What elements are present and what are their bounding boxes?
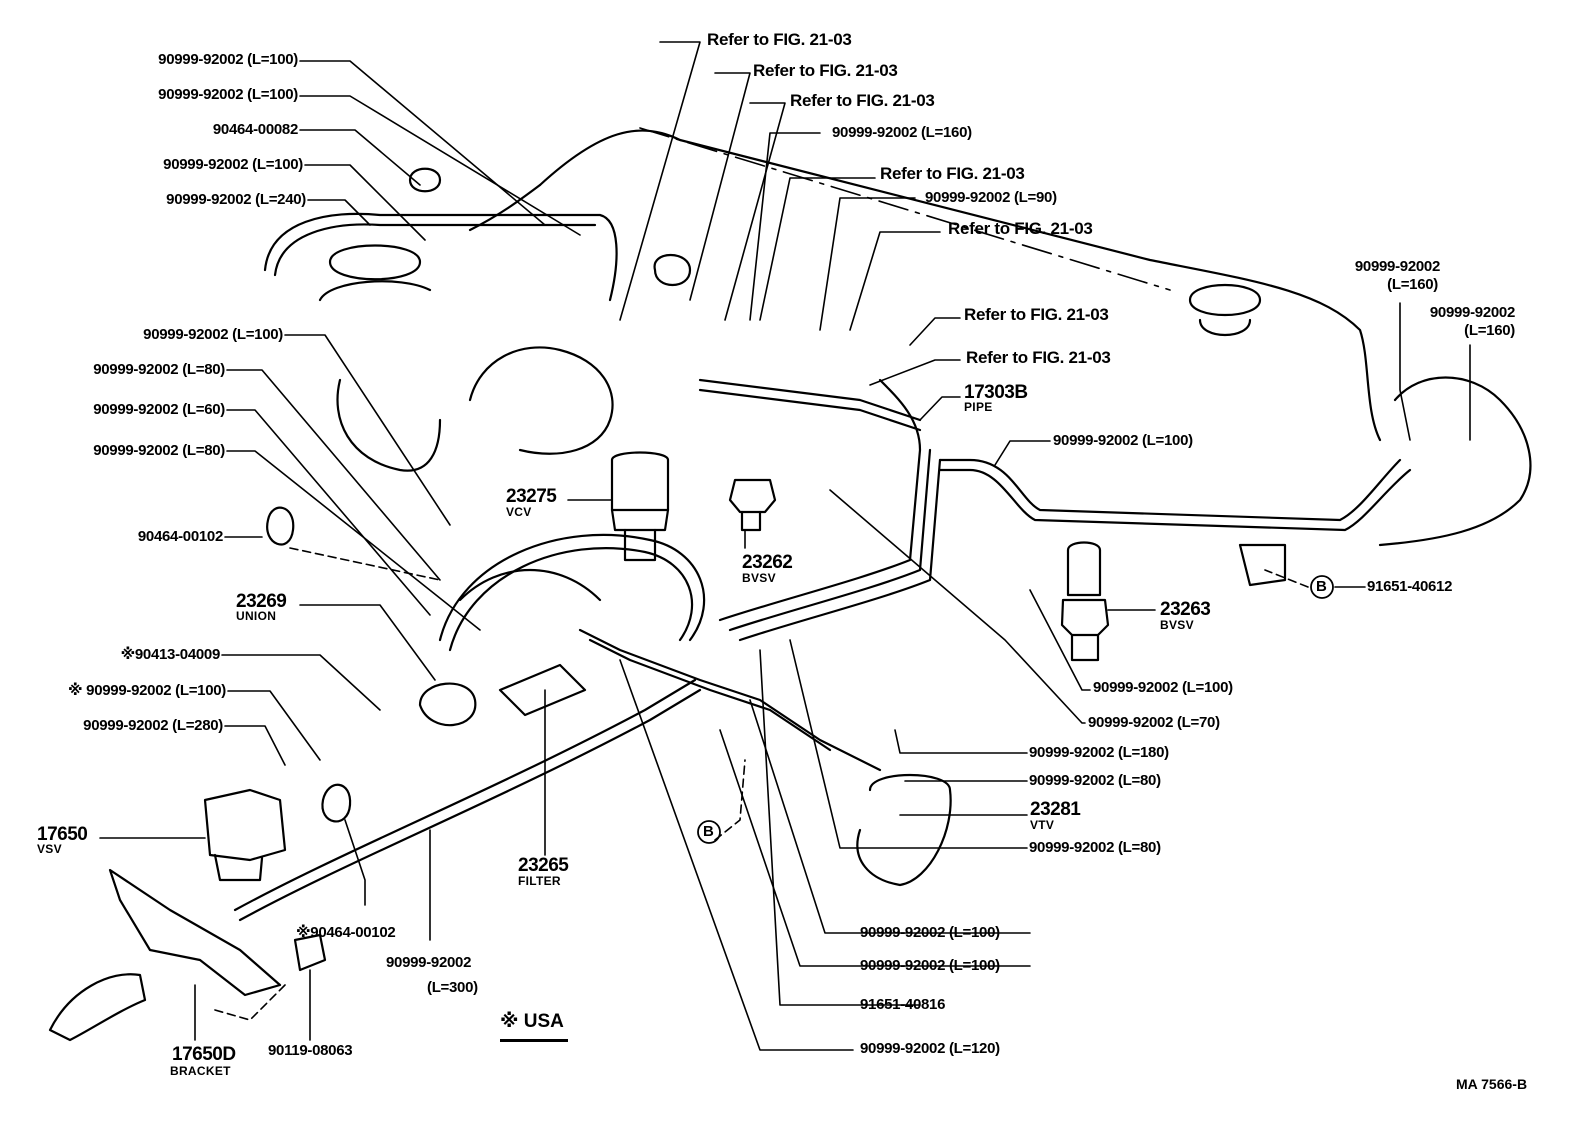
- part-name-vcv: VCV: [506, 505, 532, 519]
- callout-label: 90464-00082: [212, 121, 298, 138]
- part-number-filter: 23265: [518, 855, 569, 876]
- refer-fig-label: Refer to FIG. 21-03: [964, 305, 1109, 324]
- engine-outline: [336, 129, 1532, 547]
- callout-label: 90999-92002: [386, 954, 472, 971]
- callout-label: 90999-92002 (L=100): [860, 924, 1000, 941]
- callout-label: 90999-92002 (L=280): [83, 717, 223, 734]
- filter-body: [498, 663, 587, 717]
- callout-label: (L=300): [427, 979, 478, 996]
- part-name-union: UNION: [236, 609, 277, 623]
- figure-code: MA 7566-B: [1456, 1076, 1528, 1092]
- bvsv1-body: [728, 478, 777, 514]
- callout-label: 90999-92002 (L=80): [1029, 772, 1161, 789]
- part-number-bvsv: 23262: [742, 552, 793, 573]
- hose-bundle: [233, 212, 1412, 922]
- part-name-bracket: BRACKET: [170, 1064, 231, 1078]
- callout-label: 90999-92002 (L=100): [860, 957, 1000, 974]
- callout-label: 90464-00102: [137, 528, 223, 545]
- part-number-bracket: 17650D: [172, 1044, 236, 1065]
- callout-label: (L=160): [1387, 276, 1438, 293]
- callout-label: (L=160): [1464, 322, 1515, 339]
- callout-label: 90999-92002 (L=60): [93, 401, 225, 418]
- callout-label: 90999-92002 (L=80): [1029, 839, 1161, 856]
- part-name-pipe: PIPE: [964, 400, 993, 414]
- components: [48, 167, 1287, 1042]
- usa-note: ※ USA: [500, 1010, 568, 1042]
- vcv-body: [610, 451, 670, 512]
- callout-label: ※90464-00102: [296, 924, 396, 941]
- callout-label: 91651-40816: [860, 996, 946, 1013]
- b-marker-circle-right: [1310, 575, 1334, 599]
- vsv-body: [203, 788, 287, 862]
- callout-label: 90999-92002 (L=100): [1053, 432, 1193, 449]
- b-marker-circle-bottom: [697, 820, 721, 844]
- leader-lines: [99, 41, 1471, 1051]
- part-number-union: 23269: [236, 591, 287, 612]
- part-number-pipe: 17303B: [964, 382, 1028, 403]
- clamp-90464-00102: [266, 506, 295, 546]
- part-name-vsv: VSV: [37, 842, 62, 856]
- part-name-bvsv: BVSV: [1160, 618, 1194, 632]
- callout-label: 90999-92002 (L=180): [1029, 744, 1169, 761]
- part-number-vtv: 23281: [1030, 799, 1081, 820]
- refer-fig-label: Refer to FIG. 21-03: [707, 30, 852, 49]
- callout-label: 90999-92002 (L=100): [158, 51, 298, 68]
- callout-label: ※ 90999-92002 (L=100): [68, 682, 226, 699]
- callout-label: 90999-92002 (L=70): [1088, 714, 1220, 731]
- callout-label: 90999-92002 (L=80): [93, 361, 225, 378]
- callout-label: 90999-92002 (L=240): [166, 191, 306, 208]
- b-marker-circles: [697, 575, 1334, 844]
- refer-fig-label: Refer to FIG. 21-03: [753, 61, 898, 80]
- refer-fig-label: Refer to FIG. 21-03: [880, 164, 1025, 183]
- part-number-bvsv: 23263: [1160, 599, 1211, 620]
- callout-label: 90999-92002: [1429, 304, 1515, 321]
- b-marker: B: [703, 823, 714, 840]
- callout-label: 90999-92002 (L=100): [158, 86, 298, 103]
- callout-label: 90999-92002 (L=80): [93, 442, 225, 459]
- part-name-vtv: VTV: [1030, 818, 1055, 832]
- callout-label: 90999-92002 (L=100): [163, 156, 303, 173]
- refer-fig-label: Refer to FIG. 21-03: [966, 348, 1111, 367]
- callout-label: 90999-92002 (L=160): [832, 124, 972, 141]
- b-marker: B: [1316, 578, 1327, 595]
- part-name-filter: FILTER: [518, 874, 561, 888]
- callout-label: 90119-08063: [268, 1042, 353, 1059]
- part-number-vcv: 23275: [506, 486, 557, 507]
- part-name-bvsv: BVSV: [742, 571, 776, 585]
- vtv-body: [856, 774, 952, 887]
- part-number-vsv: 17650: [37, 824, 88, 845]
- callout-label: 90999-92002 (L=90): [925, 189, 1057, 206]
- refer-fig-label: Refer to FIG. 21-03: [948, 219, 1093, 238]
- callout-label: 90999-92002 (L=120): [860, 1040, 1000, 1057]
- bracket-body: [108, 868, 282, 997]
- callout-label: ※90413-04009: [120, 646, 221, 663]
- callout-label: 90999-92002 (L=100): [1093, 679, 1233, 696]
- callout-label: 90999-92002: [1354, 258, 1440, 275]
- refer-fig-label: Refer to FIG. 21-03: [790, 91, 935, 110]
- callout-label: 91651-40612: [1367, 578, 1453, 595]
- union-body: [418, 682, 477, 727]
- clip-90464-00082: [408, 167, 442, 193]
- callout-label: 90999-92002 (L=100): [143, 326, 283, 343]
- bvsv2-body: [1066, 541, 1102, 597]
